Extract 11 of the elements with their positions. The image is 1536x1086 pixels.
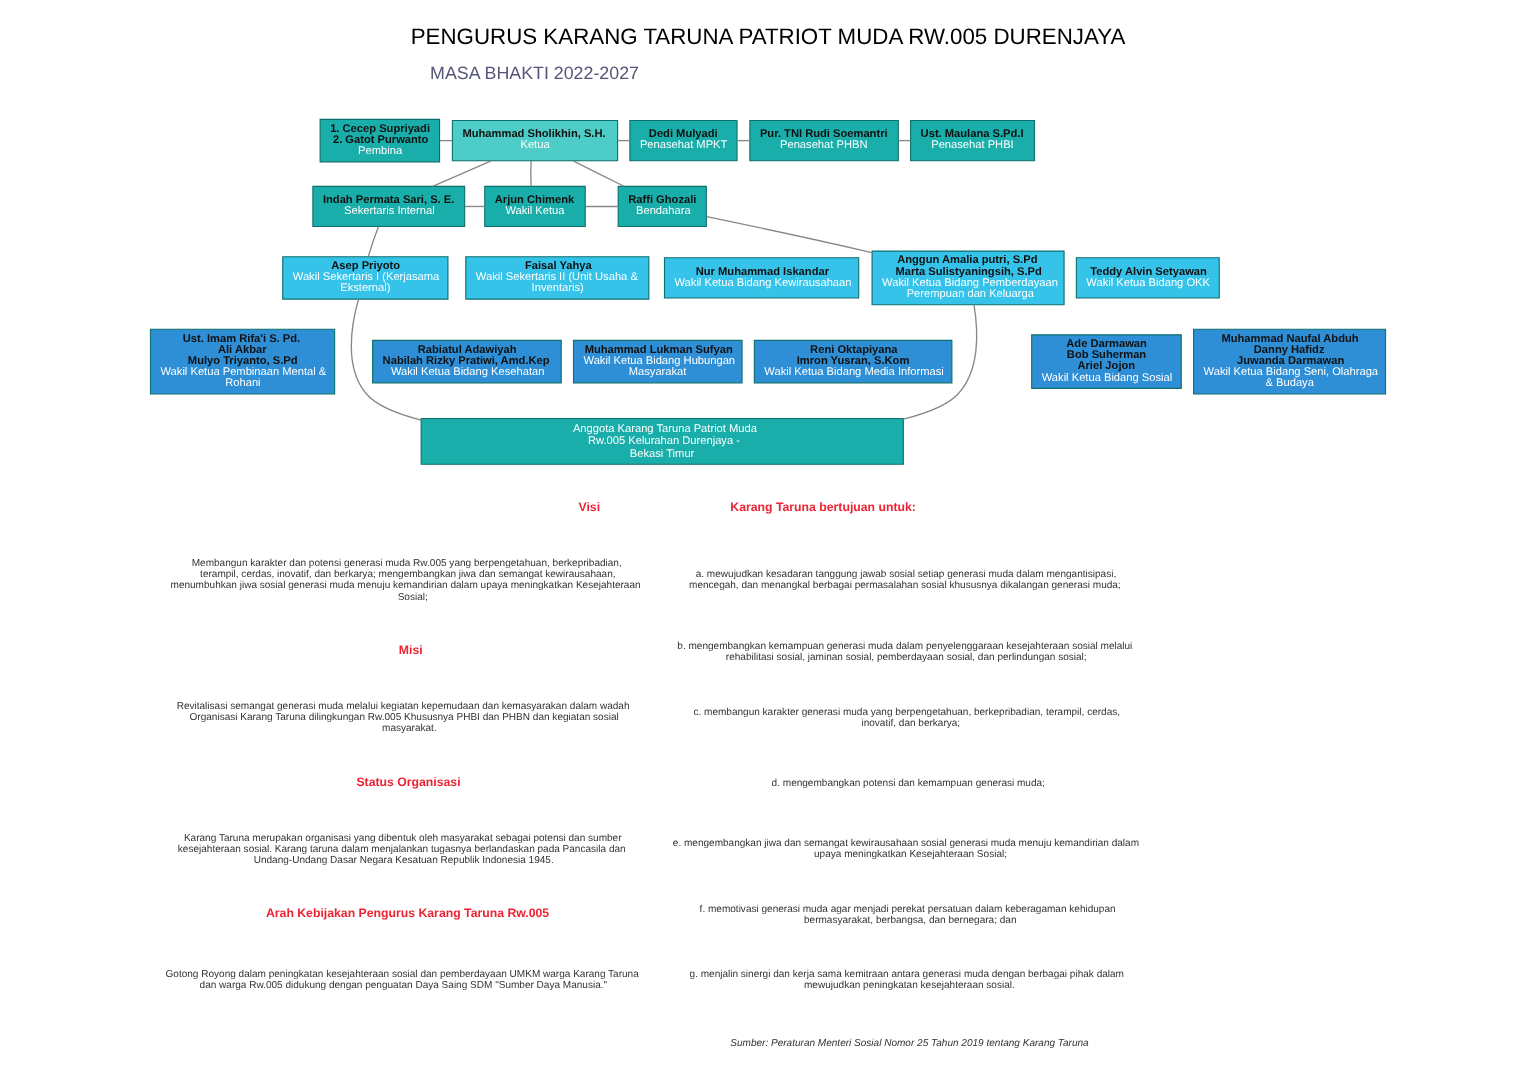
connector	[902, 304, 978, 420]
connector	[350, 298, 422, 421]
connector	[585, 205, 619, 208]
connector	[431, 160, 492, 187]
diagram-title: PENGURUS KARANG TARUNA PATRIOT MUDA RW.005 DURENJAYA	[410, 25, 1126, 50]
connector	[530, 160, 532, 187]
connector	[572, 160, 625, 187]
connector	[706, 216, 873, 254]
connector	[464, 205, 486, 208]
label: MASA BHAKTI 2022-2027	[430, 63, 640, 83]
connector	[367, 226, 380, 258]
